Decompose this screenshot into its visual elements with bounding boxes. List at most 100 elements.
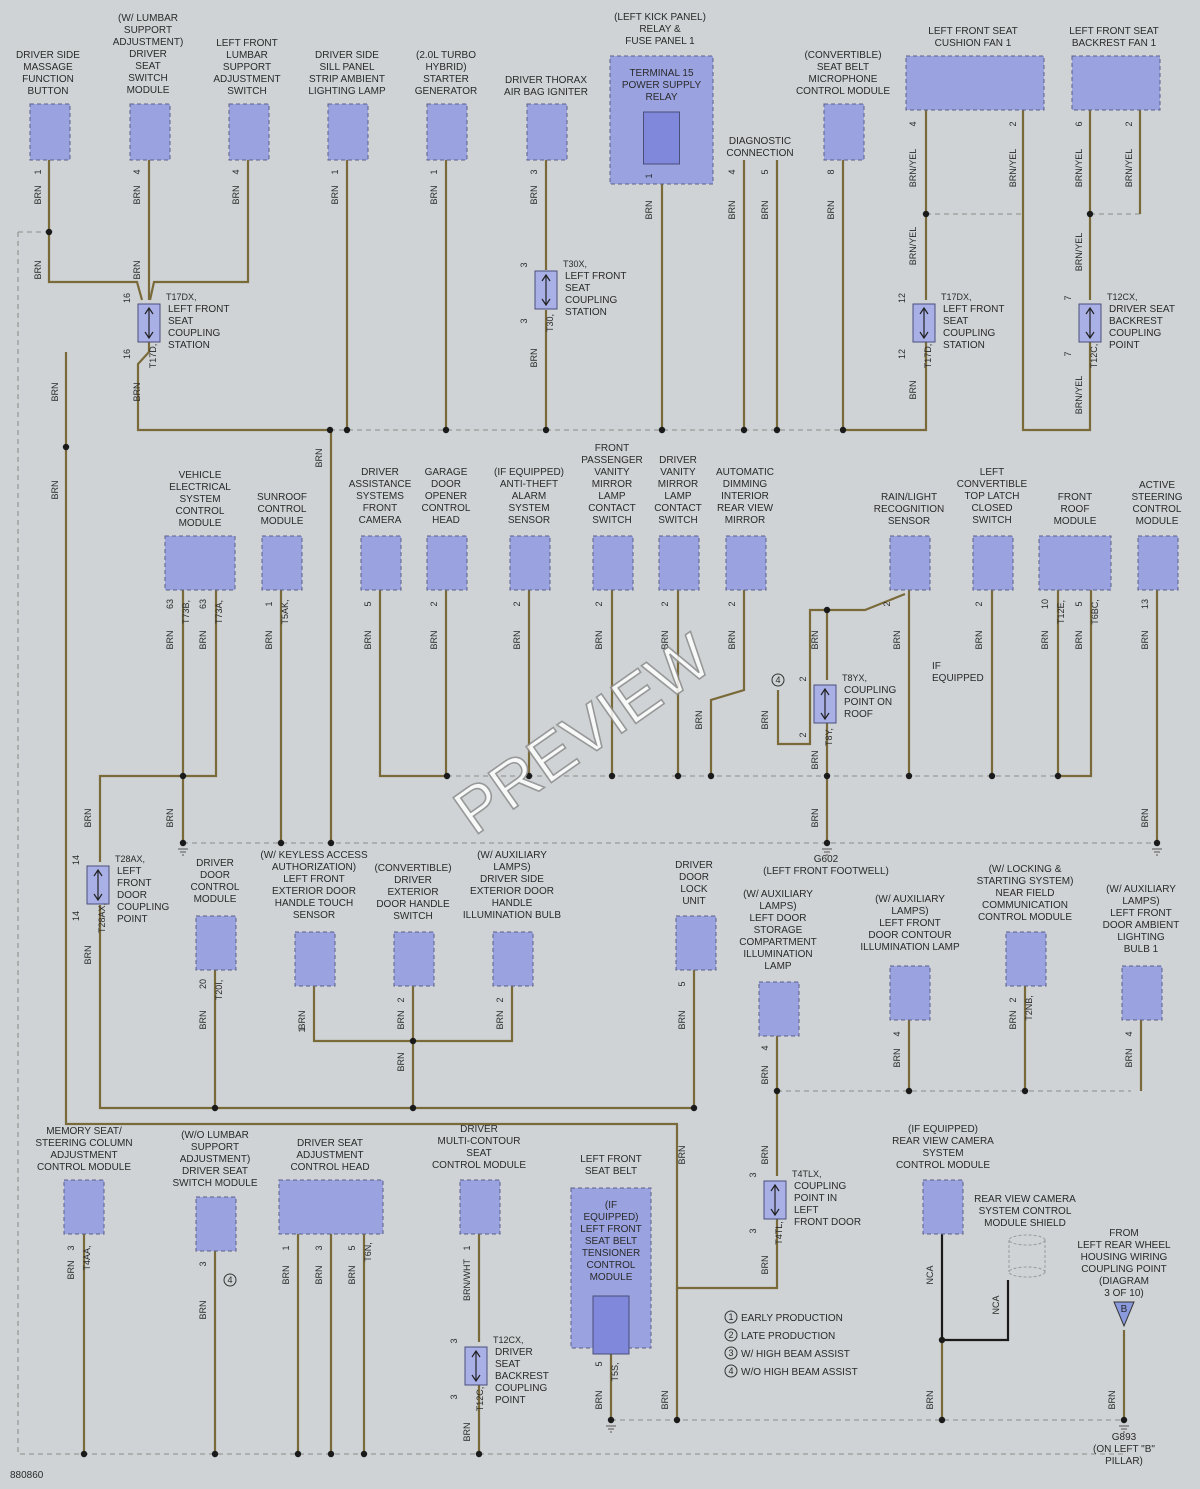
connector-pin-bottom: 14: [71, 911, 81, 921]
wire-color-label: BRN: [33, 185, 43, 204]
wire-color-label: BRN: [1124, 1048, 1134, 1067]
note-text: LATE PRODUCTION: [741, 1331, 835, 1342]
pin-number-label: 4: [1124, 1031, 1134, 1036]
wire-color-label: BRN: [594, 630, 604, 649]
connector-pin-top: 16: [122, 293, 132, 303]
pin-number-label: 5: [594, 1361, 604, 1366]
component-c22: [1137, 535, 1179, 591]
wire-color-label: BRN: [66, 1260, 76, 1279]
pin-number-label: 2: [594, 601, 604, 606]
pin-number-label: 3: [198, 1261, 208, 1266]
connector-tag-bottom: T8Y,: [824, 728, 834, 746]
pin-number-label: 10: [1040, 599, 1050, 609]
connector-pin-bottom: 7: [1063, 351, 1073, 356]
pin-number-label: 1: [462, 1245, 472, 1250]
component-c8: [823, 103, 865, 161]
figure-id: 880860: [10, 1470, 44, 1481]
wire-color-label: BRN: [512, 630, 522, 649]
connector-arrow-icon: [93, 868, 103, 902]
connector-pin-top: 3: [748, 1172, 758, 1177]
pin-number-label: 5: [677, 981, 687, 986]
pin-number-label: 4: [892, 1031, 902, 1036]
wire-color-label: BRN: [297, 1010, 307, 1029]
pin-number-label: 5: [760, 169, 770, 174]
wire-color-label: BRN: [396, 1010, 406, 1029]
component-c2: [129, 103, 171, 161]
wire-color-label: BRN: [50, 382, 60, 401]
pin-number-label: 3: [66, 1245, 76, 1250]
component-c13: [360, 535, 402, 591]
component-c26: [492, 931, 534, 987]
wire-color-label: BRN: [892, 630, 902, 649]
connector-tag-top: T4TLX,: [792, 1169, 822, 1179]
component-c3: [228, 103, 270, 161]
wire-color-label: BRN: [760, 1145, 770, 1164]
connector-tag-top: T12CX,: [493, 1335, 524, 1345]
ground-g893-label: G893(ON LEFT "B"PILLAR): [1093, 1432, 1155, 1467]
wire-color-label: BRN/YEL: [908, 227, 918, 266]
connector-arrow-icon: [471, 1349, 481, 1383]
pin-number-label: 2: [396, 997, 406, 1002]
pin-number-label: 2: [512, 601, 522, 606]
wire-color-label: BRN/YEL: [1074, 233, 1084, 272]
wiring-layer: 4 4: [17, 110, 1162, 1458]
component-c27: [675, 915, 717, 971]
component-c24: [294, 931, 336, 987]
wire-color-label: BRN: [529, 348, 539, 367]
wire-color-label: BRN/YEL: [1124, 149, 1134, 188]
wire-color-label: BRN: [1107, 1390, 1117, 1409]
component-c34: [278, 1179, 384, 1235]
wire-color-label: BRN: [660, 630, 670, 649]
wire-color-label: BRN: [50, 480, 60, 499]
wire-color-label: BRN: [694, 710, 704, 729]
component-c6: [526, 103, 568, 161]
note-marker-4-icon: 4: [771, 673, 785, 687]
pin-number-label: 4: [908, 121, 918, 126]
pin-number-label: 4: [760, 1045, 770, 1050]
pin-number-label: 1: [281, 1245, 291, 1250]
component-c18: [725, 535, 767, 591]
ground-g602-label: G602(LEFT FRONT FOOTWELL): [763, 854, 889, 877]
wire-color-label: BRN: [810, 808, 820, 827]
connector-arrow-icon: [144, 306, 154, 340]
component-c1: [29, 103, 71, 161]
note-text: W/O HIGH BEAM ASSIST: [741, 1367, 858, 1378]
wire-color-label: BRN: [1074, 630, 1084, 649]
connector-pin-bottom: 2: [798, 732, 808, 737]
wire-color-label: BRN: [892, 1048, 902, 1067]
connector-tag-label: T5AK,: [280, 599, 290, 624]
wire-color-label: BRN: [974, 630, 984, 649]
wire-color-label: BRN: [231, 185, 241, 204]
connector-arrow-icon: [770, 1183, 780, 1217]
module-label-b1: (LEFT KICK PANEL)RELAY &FUSE PANEL 1: [614, 12, 706, 47]
wire-color-label: BRN: [83, 808, 93, 827]
pin-number-label: 2: [495, 997, 505, 1002]
connector-tag-top: T12CX,: [1107, 292, 1138, 302]
connector-tag-label: T6BC,: [1090, 599, 1100, 625]
wire-color-label: BRN: [529, 185, 539, 204]
wire-color-label: BRN: [727, 200, 737, 219]
pin-number-label: 20: [198, 979, 208, 989]
label-layer: BRN BRN BRN BRN BRN BRN BRN BRN BRN BRN BRN/YEL BRN…: [33, 121, 1150, 1441]
pin-number-label: 2: [1008, 121, 1018, 126]
